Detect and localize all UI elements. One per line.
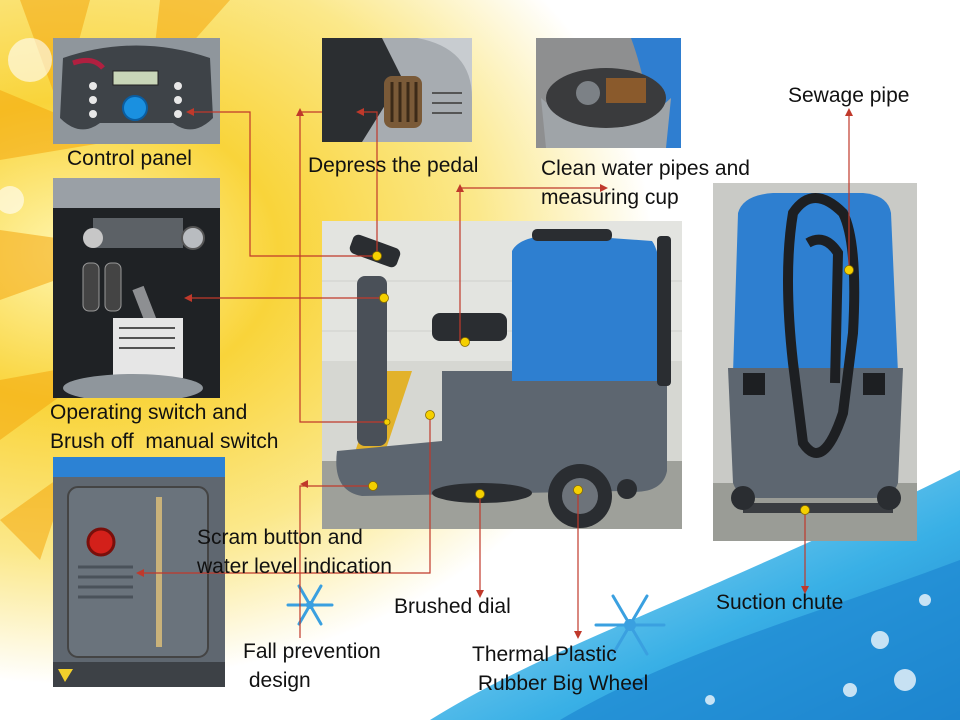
label-clean-water-2: measuring cup (541, 186, 679, 209)
label-sewage-pipe: Sewage pipe (788, 84, 910, 107)
label-scram-1: Scram button and (197, 526, 363, 549)
label-clean-water-1: Clean water pipes and (541, 157, 750, 180)
label-operating-2: Brush off manual switch (50, 430, 279, 453)
main-machine-photo (322, 221, 682, 529)
operating-switch-photo (53, 178, 220, 398)
label-control-panel: Control panel (67, 147, 192, 170)
label-wheel-2: Rubber Big Wheel (472, 672, 649, 695)
label-depress-pedal: Depress the pedal (308, 154, 479, 177)
measuring-cup-photo (536, 38, 681, 148)
pedal-photo (322, 38, 472, 142)
label-scram-2: water level indication (197, 555, 392, 578)
label-brushed-dial: Brushed dial (394, 595, 511, 618)
control-panel-photo (53, 38, 220, 144)
label-suction-chute: Suction chute (716, 591, 844, 614)
label-wheel-1: Thermal Plastic (472, 643, 617, 666)
rear-view-photo (713, 183, 917, 541)
label-operating-1: Operating switch and (50, 401, 248, 424)
label-fall-prevention-2: design (243, 669, 311, 692)
label-fall-prevention-1: Fall prevention (243, 640, 381, 663)
